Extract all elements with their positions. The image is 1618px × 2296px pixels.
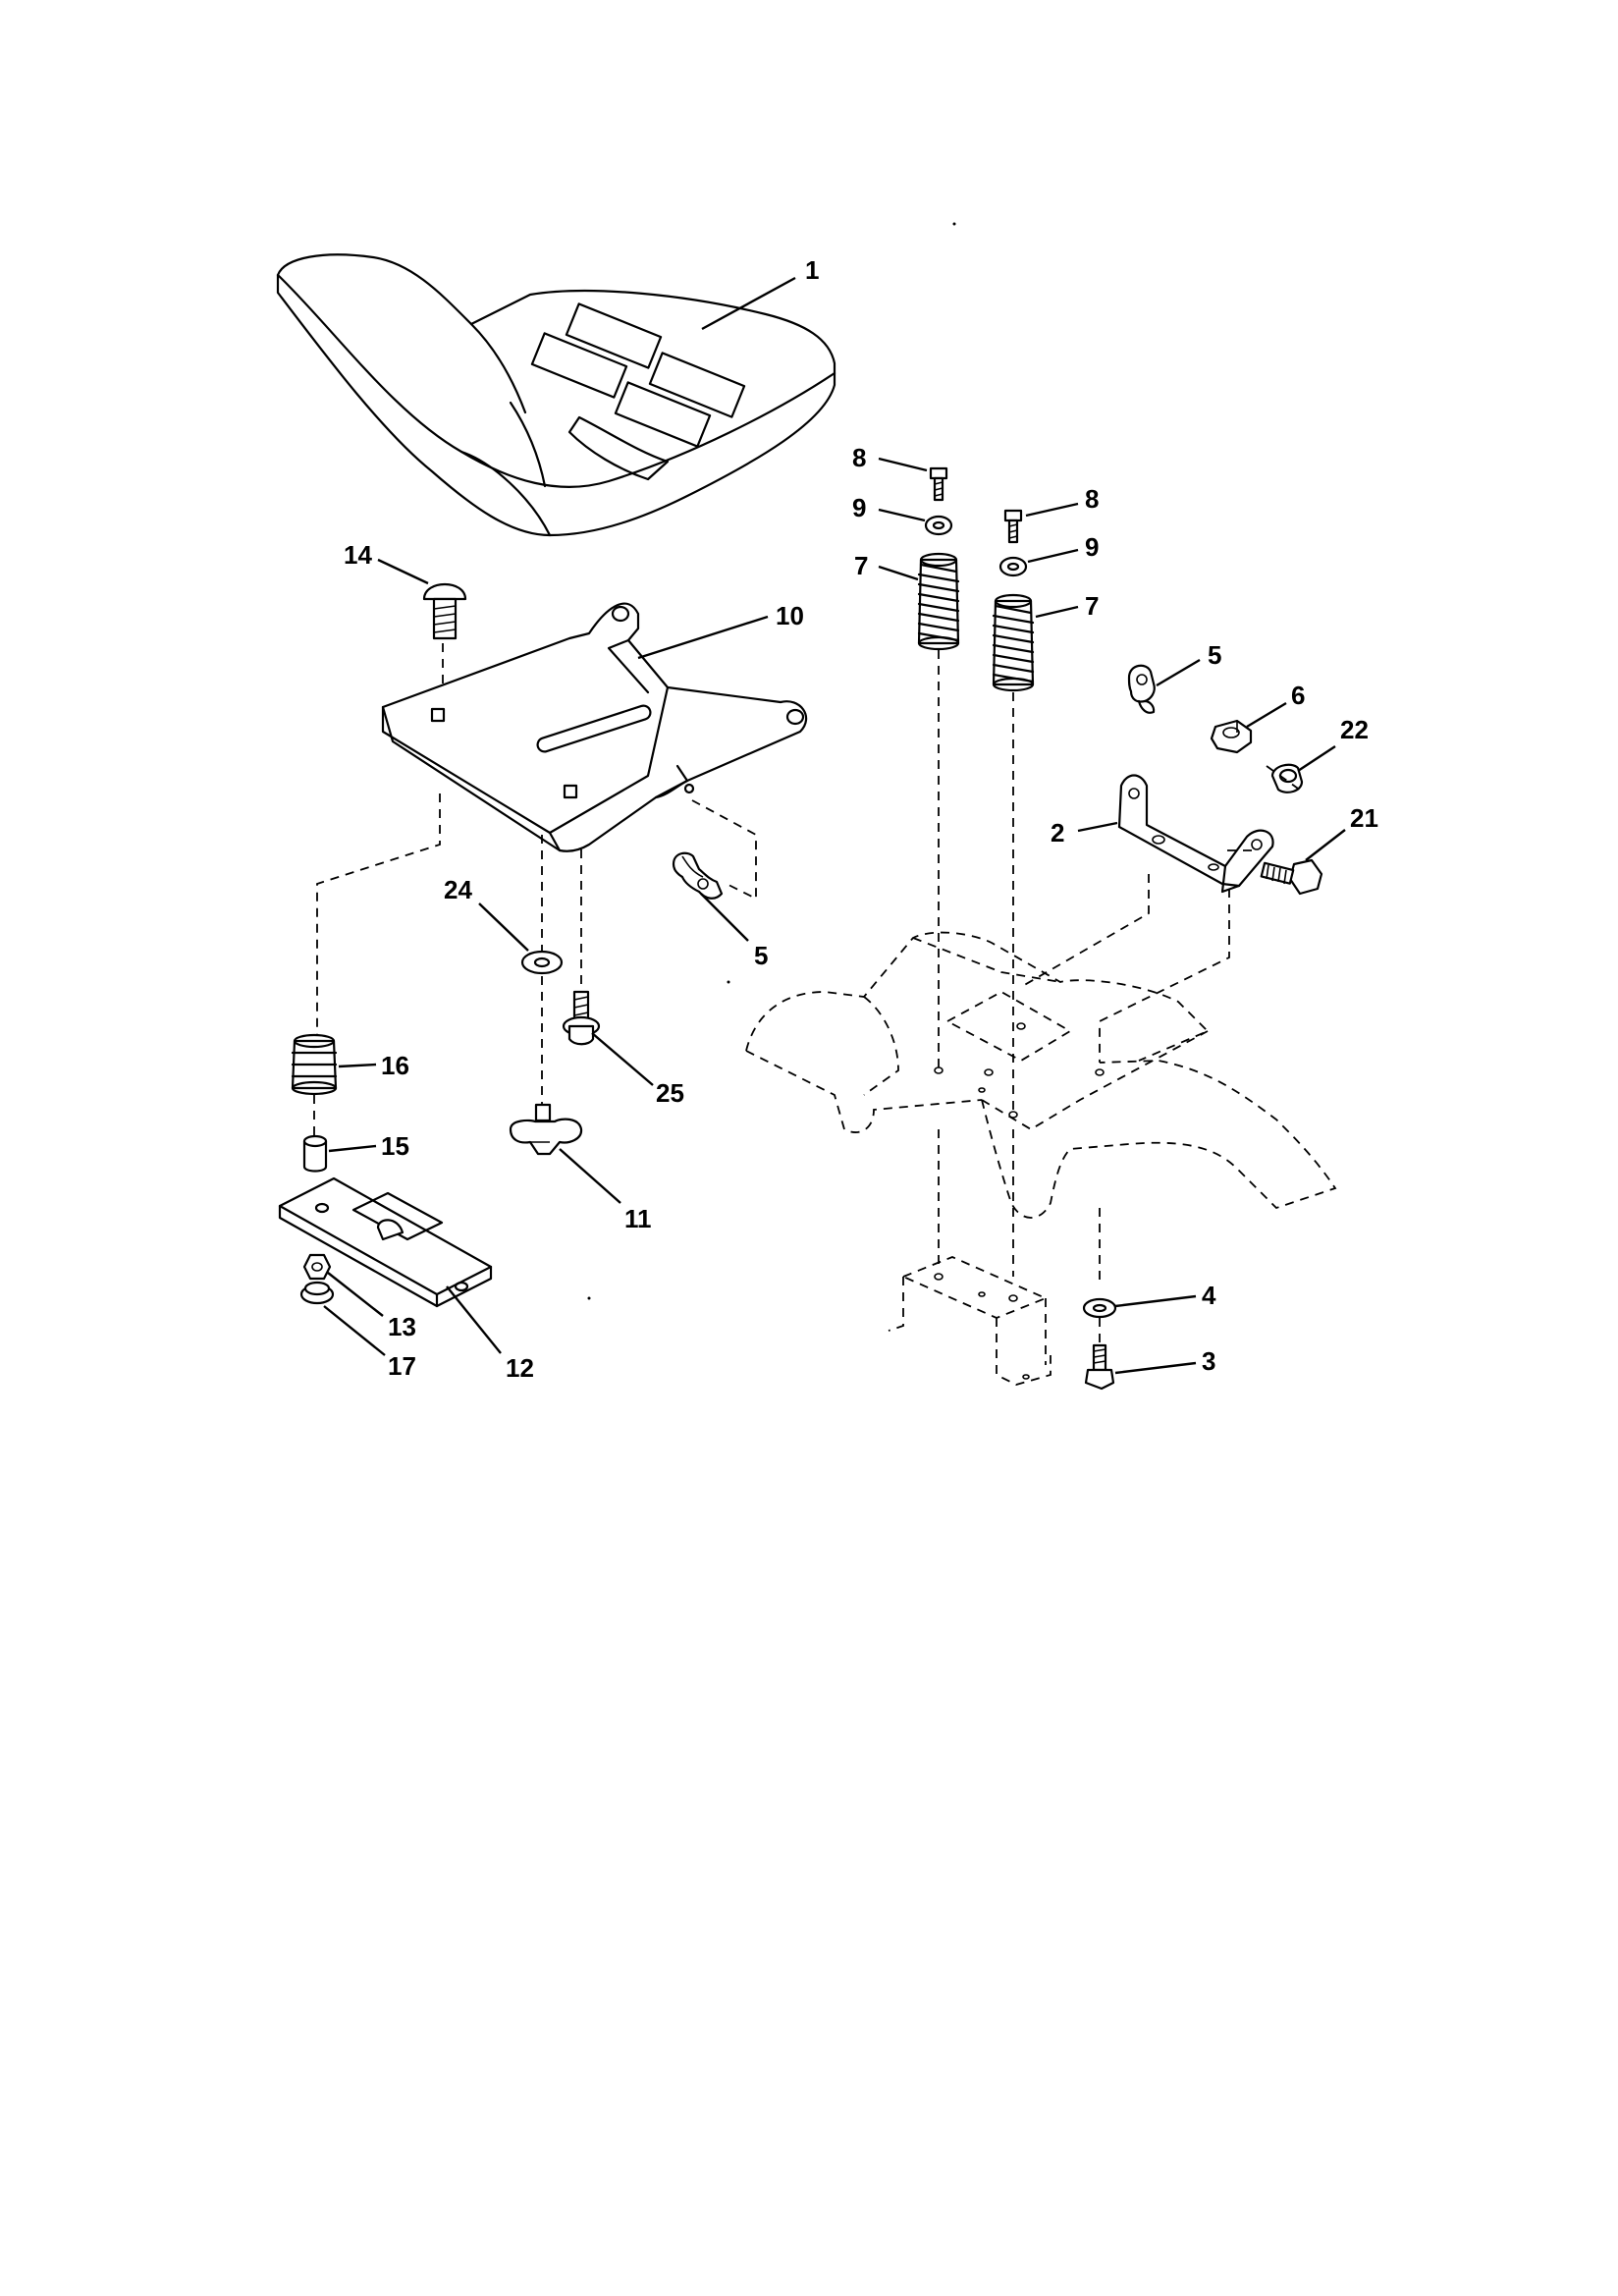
screw-icon: [929, 466, 948, 502]
washer-icon: [520, 950, 564, 975]
seat-icon: [276, 253, 836, 537]
spring-icon: [992, 593, 1035, 692]
callout-11: 11: [624, 1204, 652, 1233]
callout-7-left: 7: [854, 551, 868, 580]
nut-icon: [302, 1253, 332, 1281]
spring-icon: [917, 552, 960, 651]
callout-24: 24: [444, 875, 472, 904]
bolt-icon: [1260, 858, 1323, 896]
callout-8-right: 8: [1085, 484, 1099, 514]
callout-10: 10: [776, 601, 804, 630]
callout-3: 3: [1202, 1346, 1215, 1376]
callout-21: 21: [1350, 803, 1378, 833]
knob-icon: [509, 1103, 583, 1156]
callout-9-left: 9: [852, 493, 866, 522]
callout-9-right: 9: [1085, 532, 1099, 562]
callout-12: 12: [506, 1353, 534, 1383]
screw-icon: [1003, 509, 1023, 544]
callout-25: 25: [656, 1078, 684, 1108]
callout-6: 6: [1291, 681, 1305, 710]
callout-14: 14: [344, 540, 372, 570]
callout-5-right: 5: [1208, 640, 1221, 670]
slide-plate-icon: [278, 1176, 493, 1308]
washer-icon: [1082, 1297, 1117, 1319]
callout-22: 22: [1340, 715, 1369, 744]
callout-13: 13: [388, 1312, 416, 1341]
callout-1: 1: [805, 255, 819, 285]
callout-15: 15: [381, 1131, 409, 1161]
callout-8-left: 8: [852, 443, 866, 472]
callout-16: 16: [381, 1051, 409, 1080]
lower-bracket-outline: [888, 1256, 1052, 1386]
clip-icon: [1127, 664, 1156, 714]
spacer-icon: [302, 1134, 328, 1173]
callout-5-left: 5: [754, 941, 768, 970]
bolt-icon: [1084, 1343, 1115, 1391]
nut-icon: [1270, 763, 1304, 793]
callout-2: 2: [1051, 818, 1064, 847]
seat-pan-icon: [381, 602, 808, 852]
frame-outline: [745, 931, 1337, 1219]
nut-icon: [299, 1281, 335, 1305]
carriage-bolt-icon: [422, 582, 467, 640]
washer-icon: [998, 556, 1028, 577]
washer-icon: [924, 515, 953, 536]
clip-icon: [672, 851, 724, 900]
callout-17: 17: [388, 1351, 416, 1381]
bolt-icon: [562, 990, 601, 1046]
bracket-icon: [1117, 774, 1274, 894]
callout-7-right: 7: [1085, 591, 1099, 621]
spring-icon: [291, 1033, 338, 1096]
callout-4: 4: [1202, 1281, 1216, 1310]
nut-icon: [1210, 719, 1253, 754]
